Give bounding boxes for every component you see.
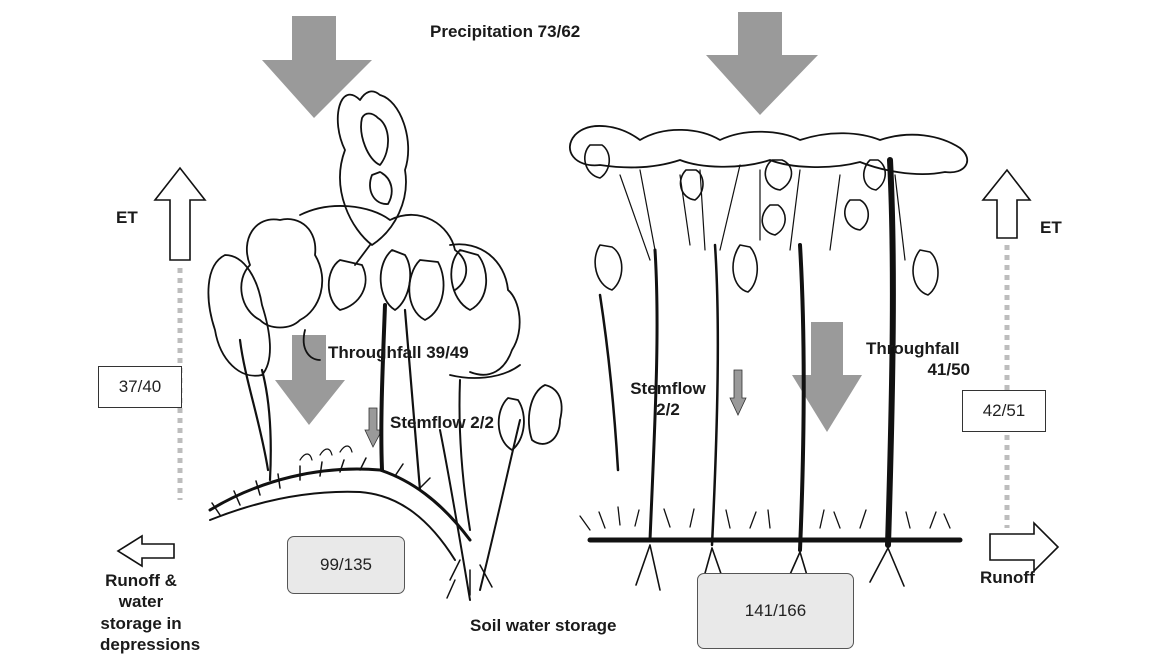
- et-arrow-left: [155, 168, 205, 260]
- stemflow-arrow-left: [365, 408, 382, 447]
- et-value-box-left: 37/40: [98, 366, 182, 408]
- stemflow-arrow-right: [730, 370, 746, 415]
- stemflow-label-right: Stemflow 2/2: [628, 378, 708, 421]
- stemflow-label-right-line1: Stemflow: [628, 378, 708, 399]
- precipitation-arrow-left: [262, 16, 372, 118]
- shrub-sketch-left: [208, 91, 561, 450]
- stemflow-label-left: Stemflow 2/2: [390, 413, 494, 433]
- et-arrow-right: [983, 170, 1030, 238]
- throughfall-label-right-line1: Throughfall: [866, 338, 970, 359]
- runoff-label-left-line2: water: [100, 591, 182, 612]
- et-label-right: ET: [1040, 218, 1062, 238]
- runoff-label-right: Runoff: [980, 568, 1035, 588]
- throughfall-label-right: Throughfall 41/50: [866, 338, 970, 381]
- tree-sketch-right: [570, 126, 967, 295]
- soil-storage-box-left: 99/135: [287, 536, 405, 594]
- et-label-left: ET: [116, 208, 138, 228]
- soil-storage-box-right: 141/166: [697, 573, 854, 649]
- runoff-label-left-line1: Runoff &: [100, 570, 182, 591]
- runoff-label-left-line4: depressions: [100, 634, 182, 655]
- runoff-arrow-right: [990, 523, 1058, 571]
- precipitation-label: Precipitation 73/62: [430, 22, 580, 42]
- runoff-label-left: Runoff & water storage in depressions: [100, 570, 182, 655]
- runoff-arrow-left: [118, 536, 174, 566]
- throughfall-label-right-line2: 41/50: [866, 359, 970, 380]
- runoff-label-left-line3: storage in: [100, 613, 182, 634]
- precipitation-arrow-right: [706, 12, 818, 115]
- stemflow-label-right-line2: 2/2: [628, 399, 708, 420]
- soil-water-storage-label: Soil water storage: [470, 616, 616, 636]
- throughfall-label-left: Throughfall 39/49: [328, 343, 469, 363]
- et-value-box-right: 42/51: [962, 390, 1046, 432]
